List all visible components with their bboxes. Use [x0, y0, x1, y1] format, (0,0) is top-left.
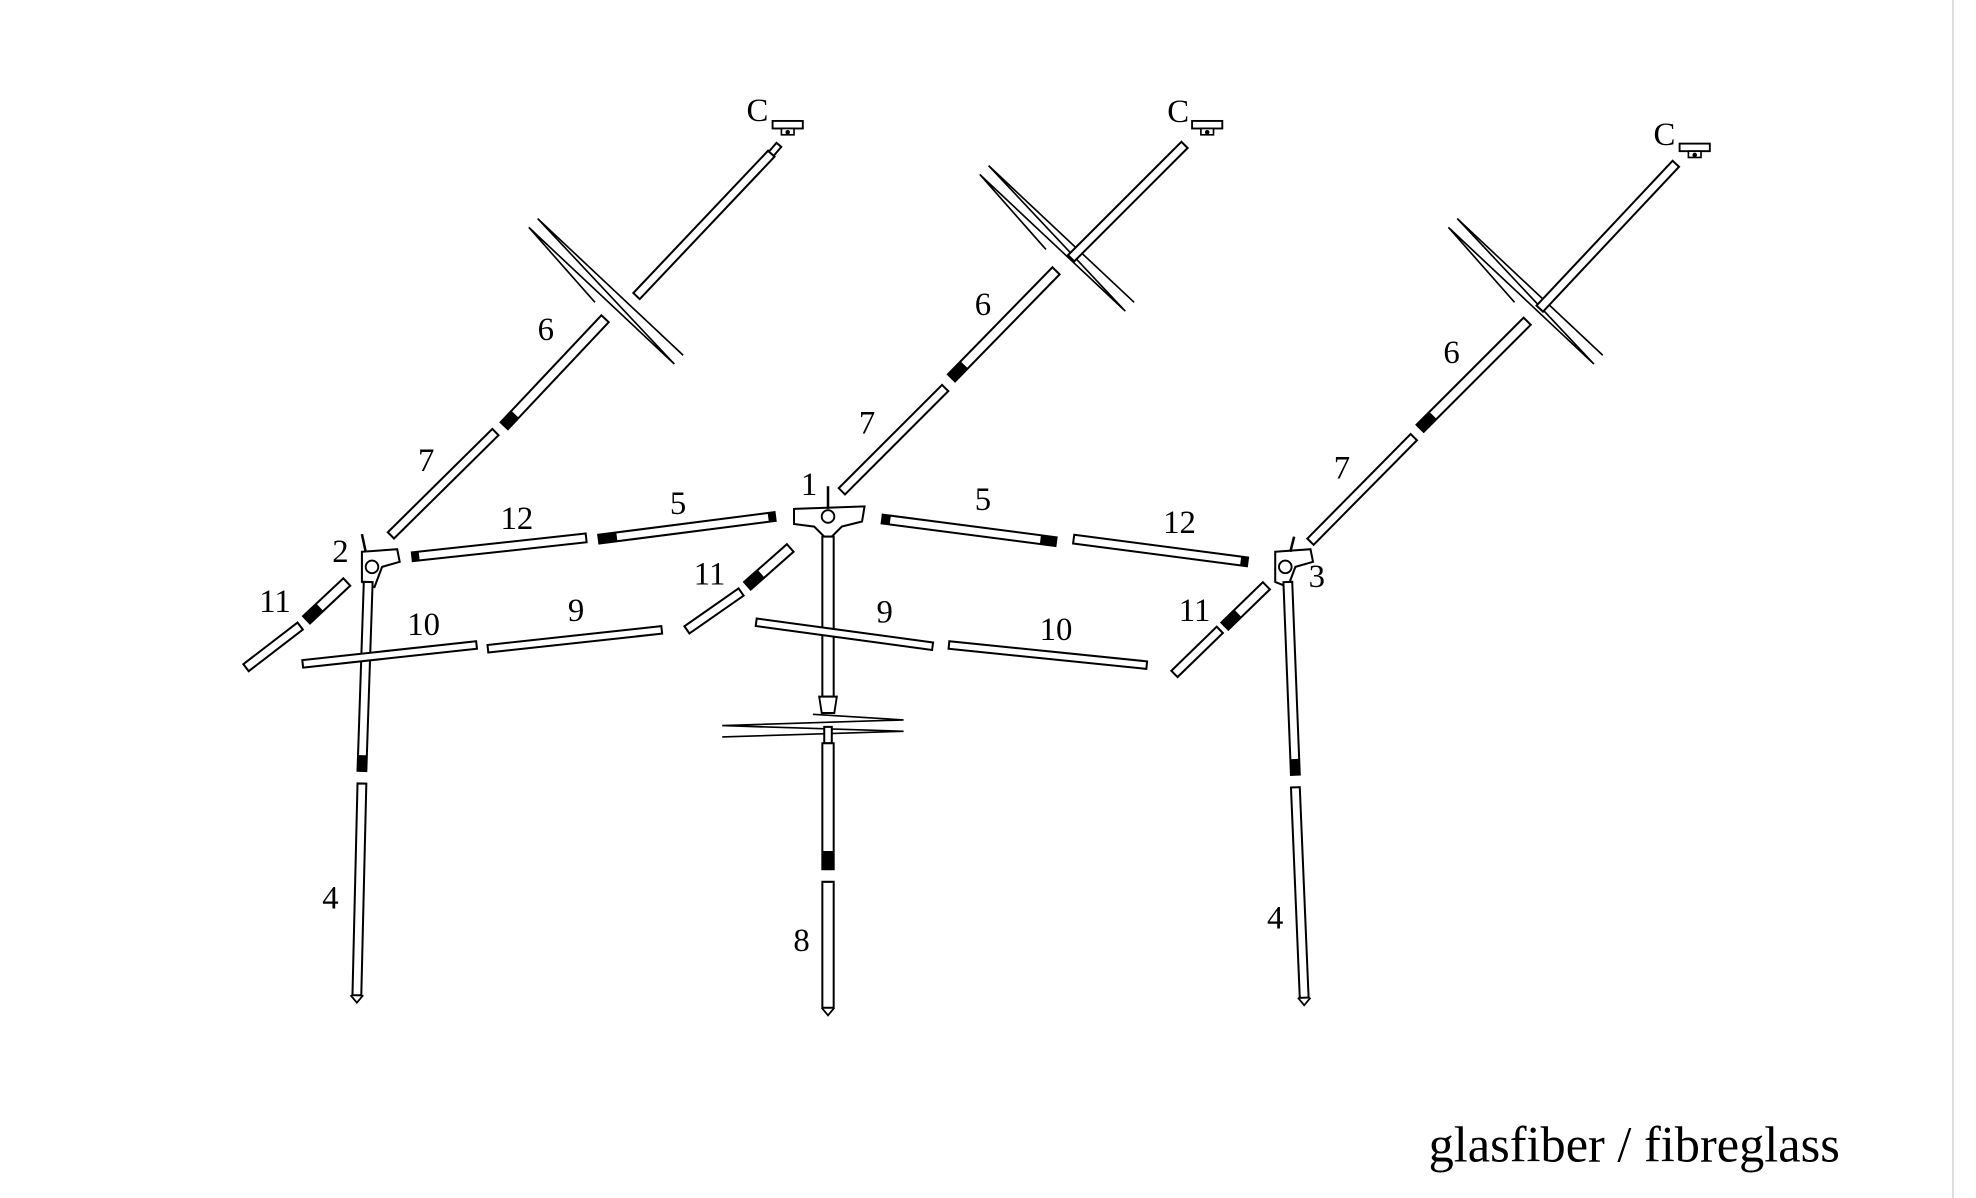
spring-center-pole [722, 713, 904, 738]
label-7-left: 7 [418, 443, 434, 479]
spring-right-rafter [1447, 217, 1604, 365]
label-12-right: 12 [1163, 505, 1196, 541]
bar-5-right [880, 513, 1058, 548]
rafter-tip-left [767, 141, 783, 158]
c-connector-middle-hole [1204, 130, 1210, 135]
bar-5-left [597, 510, 777, 545]
black-clamp-sleeve [302, 603, 324, 625]
spring-left-rafter [528, 217, 684, 365]
part-labels: C C C 6 6 6 7 7 7 12 12 5 5 1 2 3 11 11 … [259, 93, 1675, 959]
label-9-right: 9 [877, 594, 893, 630]
rafter-6-upper-right [1535, 159, 1681, 314]
bar-11a-middle [682, 587, 746, 635]
rafter-6-lower-middle [946, 265, 1062, 383]
corner-pin-3 [1289, 536, 1296, 553]
label-10-left: 10 [407, 607, 440, 643]
center-pole-upper [821, 535, 835, 698]
c-connector-right-hole [1692, 152, 1697, 158]
rafter-7-left [386, 427, 500, 540]
label-2: 2 [332, 534, 348, 570]
label-7-right: 7 [1334, 451, 1350, 487]
label-3: 3 [1309, 559, 1325, 595]
label-11-middle: 11 [694, 557, 726, 593]
leg-4-left [351, 782, 368, 997]
bar-9-right [754, 617, 935, 652]
connector-label-left: C [747, 93, 769, 129]
bar-9-left [486, 624, 664, 654]
rafter-7-middle [837, 383, 950, 496]
material-caption: glasfiber / fibreglass [1429, 1116, 1840, 1172]
black-clamp-sleeve [743, 569, 765, 591]
label-10-right: 10 [1040, 612, 1073, 648]
label-6-right: 6 [1443, 335, 1459, 371]
label-5-right: 5 [975, 482, 991, 518]
label-4-right: 4 [1267, 900, 1283, 936]
leg-tip-right [1297, 997, 1312, 1007]
label-5-left: 5 [670, 486, 686, 522]
rafter-6-lower-right [1415, 316, 1533, 434]
corner-piece-3 [1274, 548, 1315, 589]
bar-10-right [947, 640, 1149, 671]
connector-label-middle: C [1167, 94, 1189, 130]
black-clamp-sleeve [946, 360, 969, 383]
black-clamp-sleeve [880, 513, 891, 526]
black-clamp-sleeve [411, 551, 420, 562]
c-connector-left-hole [785, 130, 790, 135]
rafter-6-upper-middle [1066, 140, 1190, 263]
bar-12-left [410, 532, 588, 563]
rafter-6-upper-left [631, 149, 776, 301]
bar-11a-right [1169, 625, 1225, 679]
label-7-middle: 7 [859, 405, 875, 441]
center-pivot [820, 509, 836, 524]
black-clamp-sleeve [767, 511, 777, 523]
center-pole-middle [821, 742, 835, 871]
leg-upper-left [356, 580, 374, 773]
leg-4-right [1289, 786, 1310, 999]
corner-piece-2-pivot [364, 559, 380, 575]
label-11-right: 11 [1179, 593, 1211, 629]
corner-piece-3-pivot [1278, 559, 1293, 575]
pole-8-tip [821, 1007, 835, 1017]
label-6-left: 6 [538, 312, 554, 348]
connector-label-right: C [1654, 117, 1676, 153]
bar-10-left [301, 640, 479, 669]
leg-upper-right [1282, 580, 1301, 776]
black-clamp-sleeve [1415, 411, 1438, 433]
c-connector-right [1678, 142, 1711, 153]
label-6-middle: 6 [975, 287, 991, 323]
corner-piece-2 [360, 548, 401, 589]
frame-parts [241, 119, 1711, 1017]
corner-pin-2 [360, 533, 367, 553]
center-pole-connector [818, 695, 838, 714]
black-clamp-sleeve [356, 755, 368, 772]
label-11-left: 11 [259, 584, 291, 620]
black-clamp-sleeve [499, 410, 520, 431]
label-12-left: 12 [500, 501, 533, 537]
label-8: 8 [793, 923, 809, 959]
black-clamp-sleeve [1239, 555, 1249, 567]
rafter-7-right [1305, 432, 1419, 547]
black-clamp-sleeve [1220, 609, 1242, 631]
black-clamp-sleeve [1289, 758, 1301, 776]
pole-8 [821, 880, 835, 1009]
bar-12-right [1071, 533, 1250, 568]
label-4-left: 4 [322, 880, 338, 916]
black-clamp-sleeve [597, 531, 618, 545]
label-9-left: 9 [568, 593, 584, 629]
black-clamp-sleeve [1039, 534, 1058, 547]
leg-tip-left [349, 994, 364, 1005]
c-connector-left [771, 119, 804, 130]
black-clamp-sleeve [821, 850, 835, 870]
label-1: 1 [801, 467, 817, 503]
center-pole-tip [823, 725, 833, 745]
bar-11a-left [241, 621, 305, 673]
c-connector-middle [1191, 119, 1224, 130]
spring-middle-rafter [979, 165, 1135, 312]
rafter-6-lower-left [499, 313, 611, 431]
